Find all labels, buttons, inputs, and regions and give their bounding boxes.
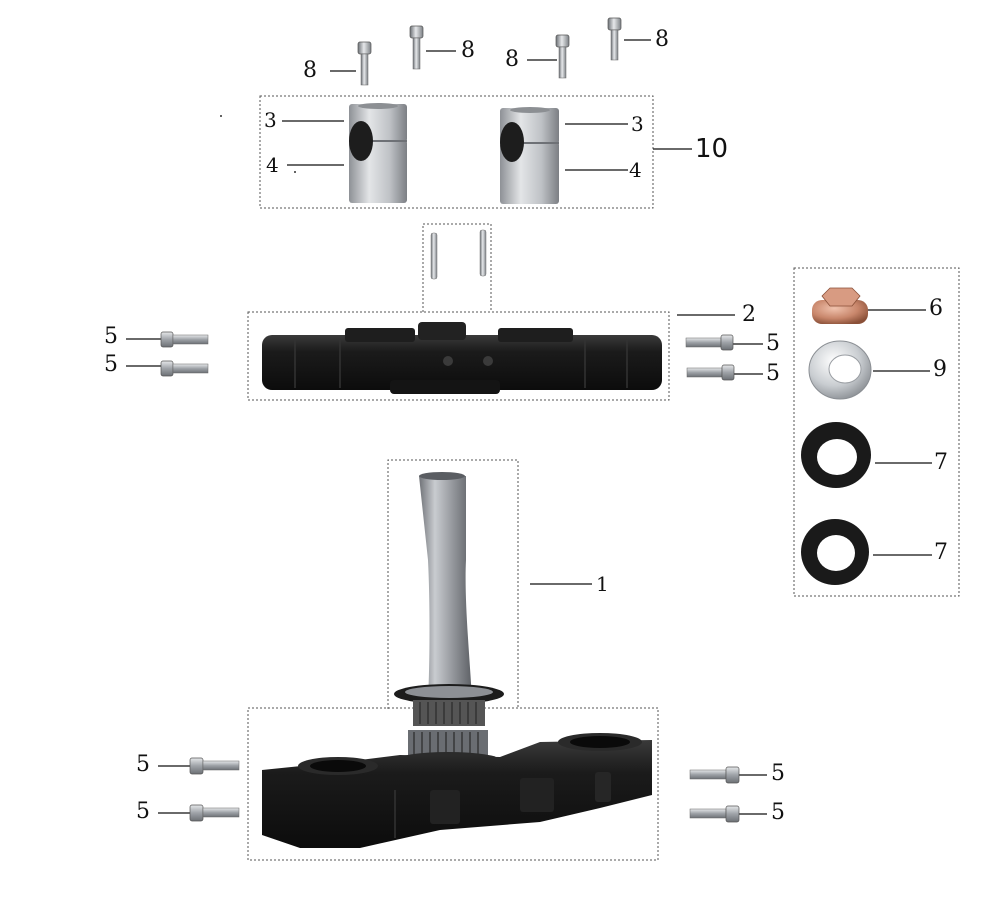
bolt-5d — [686, 364, 735, 381]
copper-nut-6 — [812, 287, 868, 324]
callout-7: 7 — [934, 540, 948, 565]
leader-lines — [126, 39, 932, 815]
callout-2: 2 — [742, 302, 756, 327]
bolt-8b — [409, 25, 424, 70]
callout-5: 5 — [771, 761, 785, 786]
bolt-5e — [189, 757, 240, 775]
callout-8: 8 — [303, 58, 317, 83]
callout-8: 8 — [655, 27, 669, 52]
steering-stem — [394, 472, 504, 768]
bolt-8c — [555, 34, 570, 79]
handlebar-clamp-left — [349, 103, 407, 203]
bolt-8a — [357, 41, 372, 86]
callout-5: 5 — [104, 324, 118, 349]
lock-nut-9 — [808, 340, 872, 400]
callout-9: 9 — [933, 357, 947, 382]
callout-7: 7 — [934, 450, 948, 475]
bolt-5h — [689, 805, 740, 823]
lower-triple-clamp — [262, 733, 652, 848]
pins — [430, 229, 487, 280]
bolt-5b — [160, 360, 209, 377]
callout-5: 5 — [136, 752, 150, 777]
frame-small-parts — [793, 267, 960, 597]
callout-5: 5 — [766, 361, 780, 386]
frame-stem — [387, 459, 519, 709]
callout-8: 8 — [505, 47, 519, 72]
callout-5: 5 — [136, 799, 150, 824]
callout-4: 4 — [629, 158, 642, 182]
speck — [294, 171, 296, 173]
seal-7b — [801, 519, 869, 585]
callout-5: 5 — [104, 352, 118, 377]
bolt-8d — [607, 17, 622, 61]
callout-4: 4 — [266, 153, 279, 177]
frame-upper-triple-clamp — [247, 311, 670, 401]
seal-7a — [801, 422, 871, 488]
handlebar-clamp-right — [500, 107, 559, 204]
callout-10: 10 — [695, 134, 729, 164]
frame-pins — [422, 223, 492, 312]
frame-handlebar-clamps — [259, 95, 654, 209]
callout-3: 3 — [264, 108, 277, 132]
callout-5: 5 — [771, 800, 785, 825]
bolts-top — [357, 17, 622, 86]
bolt-5c — [685, 334, 734, 351]
callout-3: 3 — [631, 112, 644, 136]
speck — [220, 115, 222, 117]
callout-6: 6 — [929, 296, 943, 321]
callout-1: 1 — [596, 572, 609, 596]
callout-5: 5 — [766, 331, 780, 356]
bolt-5a — [160, 331, 209, 348]
upper-triple-clamp — [262, 322, 662, 394]
bolt-5g — [689, 766, 740, 784]
callout-8: 8 — [461, 38, 475, 63]
bolt-5f — [189, 804, 240, 822]
bolts-side — [160, 331, 740, 823]
